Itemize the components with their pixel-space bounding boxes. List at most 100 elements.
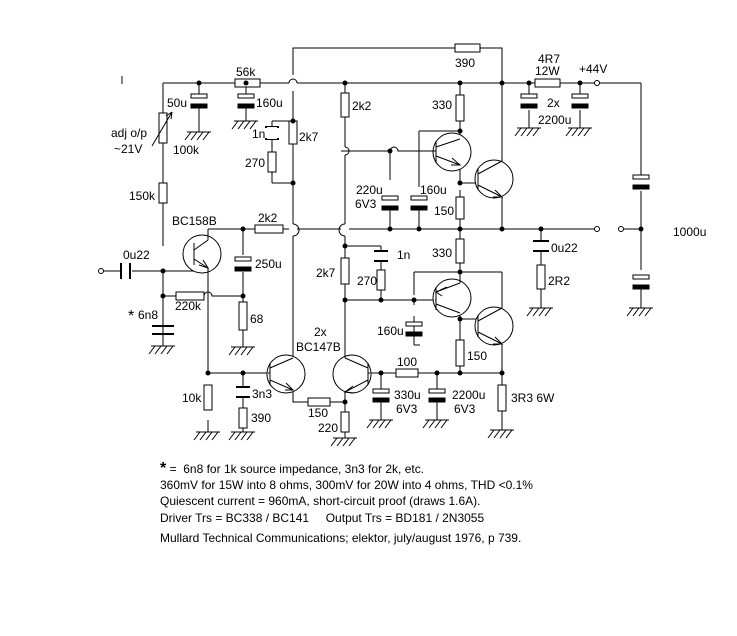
component-labels: 56k 390 4R7 12W +44V 50u 160u 2x 2200u a…: [111, 52, 706, 435]
schematic-notes: * = 6n8 for 1k source impedance, 3n3 for…: [160, 460, 533, 546]
ground-160u: [231, 120, 258, 130]
resistor-4r7: [534, 78, 561, 88]
label-150k: 150k: [129, 189, 156, 203]
label-250u: 250u: [255, 257, 282, 271]
speaker-terminal: [618, 226, 624, 232]
resistor-68: [238, 301, 248, 331]
capacitor-0u22-in: [120, 263, 131, 279]
label-220u: 220u: [356, 183, 383, 197]
resistor-330-b: [455, 238, 465, 264]
ground-50u: [184, 131, 211, 141]
label-star: *: [128, 308, 134, 325]
label-270-a: 270: [245, 156, 265, 170]
transistor-upper-driver: [426, 132, 472, 172]
label-6n8: 6n8: [138, 308, 158, 322]
label-3r3-6w: 3R3 6W: [511, 391, 555, 405]
capacitor-330u: [372, 388, 390, 403]
capacitor-3n3: [236, 386, 250, 398]
label-adj-op: adj o/p: [111, 126, 147, 140]
note-output-power: 360mV for 15W into 8 ohms, 300mV for 20W…: [160, 478, 533, 493]
ground-2200u-c: [422, 419, 449, 429]
resistor-3r3: [497, 384, 507, 412]
transistor-bc158b: [182, 229, 222, 284]
ground-3r3: [487, 429, 514, 439]
capacitor-50u: [190, 93, 208, 109]
label-330u: 330u: [394, 388, 421, 402]
label-220k: 220k: [175, 299, 202, 313]
label-12w: 12W: [535, 64, 560, 78]
resistor-2k2-a: [340, 92, 350, 118]
label-0u22-out: 0u22: [551, 241, 578, 255]
label-390-b: 390: [251, 411, 271, 425]
capacitor-160u-c: [405, 321, 423, 337]
resistor-390-top: [454, 43, 481, 53]
capacitor-1n-b: [374, 250, 388, 262]
label-3n3: 3n3: [252, 387, 272, 401]
terminals: [98, 76, 624, 274]
transistors: [182, 132, 514, 394]
resistor-270-a: [267, 151, 277, 173]
resistor-150k: [158, 182, 168, 204]
ground-2r2: [526, 307, 553, 317]
label-21v: ~21V: [114, 142, 142, 156]
label-2k2-a: 2k2: [352, 99, 372, 113]
output-terminal: [594, 226, 600, 232]
label-150-b: 150: [467, 349, 487, 363]
capacitor-160u-b: [410, 195, 428, 211]
capacitor-1000u-a: [632, 174, 650, 190]
label-68: 68: [250, 312, 264, 326]
resistor-150-c: [307, 397, 331, 407]
resistor-150-b: [455, 339, 465, 367]
capacitor-1n-a: [265, 126, 279, 140]
label-160u-a: 160u: [256, 96, 283, 110]
capacitor-2200u-b: [571, 93, 589, 109]
resistor-2k7-b: [340, 257, 350, 285]
ground-2200u-a: [514, 127, 541, 137]
resistor-2r2: [536, 264, 546, 290]
capacitor-160u-a: [237, 93, 255, 109]
label-56k: 56k: [236, 65, 256, 79]
label-6v3-b: 6V3: [396, 402, 418, 416]
note-transistors: Driver Trs = BC338 / BC141 Output Trs = …: [160, 510, 485, 525]
label-1n-b: 1n: [397, 248, 410, 262]
label-2x-tr: 2x: [314, 325, 327, 339]
label-bc158b: BC158B: [172, 214, 217, 228]
resistor-2k2-b: [254, 224, 284, 234]
capacitor-2200u-c: [428, 388, 446, 403]
junction-dots: [160, 80, 644, 405]
note-quiescent: Quiescent current = 960mA, short-circuit…: [160, 494, 481, 509]
label-6v3-a: 6V3: [355, 197, 377, 211]
capacitor-250u: [234, 256, 252, 272]
ground-10k: [193, 431, 220, 441]
ground-390: [228, 431, 255, 441]
label-2x: 2x: [547, 96, 560, 110]
note-star-line: * = 6n8 for 1k source impedance, 3n3 for…: [160, 460, 533, 477]
label-2k7-b: 2k7: [316, 266, 336, 280]
note-source: Mullard Technical Communications; elekto…: [160, 530, 522, 545]
label-330-b: 330: [432, 246, 452, 260]
ground-68: [228, 346, 255, 356]
note-star: *: [160, 460, 167, 477]
label-1000u: 1000u: [673, 225, 706, 239]
label-0u22-in: 0u22: [123, 248, 150, 262]
resistor-330-a: [455, 94, 465, 122]
label-330-a: 330: [432, 98, 452, 112]
transistor-lower-driver: [432, 272, 472, 318]
label-160u-b: 160u: [420, 183, 447, 197]
label-bc147b: BC147B: [296, 340, 341, 354]
label-supply: +44V: [579, 62, 607, 76]
note-6n8: = 6n8 for 1k source impedance, 3n3 for 2…: [166, 462, 425, 476]
label-160u-c: 160u: [377, 324, 404, 338]
resistor-2k7-a: [288, 120, 298, 145]
capacitor-2200u-a: [520, 93, 538, 109]
transistor-bc147b-right: [332, 348, 372, 394]
transistor-upper-output: [474, 159, 514, 199]
capacitor-220u: [381, 195, 399, 211]
resistor-150-a: [455, 196, 465, 220]
label-150-a: 150: [434, 204, 454, 218]
resistor-220k: [175, 291, 205, 301]
label-150-c: 150: [308, 406, 328, 420]
supply-terminal: [594, 80, 600, 86]
label-50u: 50u: [167, 96, 187, 110]
